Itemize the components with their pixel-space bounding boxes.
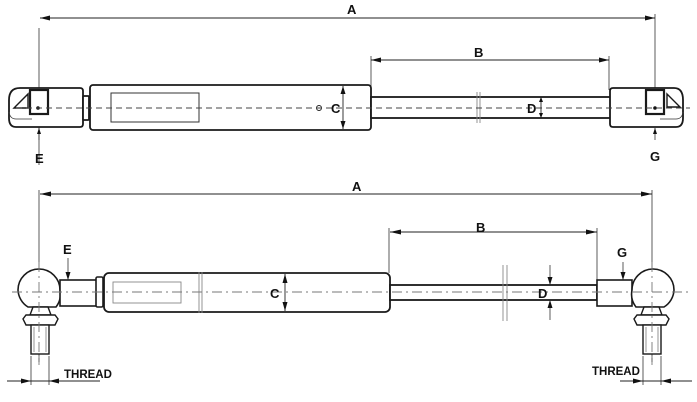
cylinder-body-bottom: [103, 272, 391, 313]
label-a: A: [347, 2, 357, 17]
dimension-d-bottom: D: [538, 265, 553, 320]
label-b: B: [474, 45, 483, 60]
bottom-view: A B: [7, 179, 692, 385]
label-thread-right: THREAD: [592, 366, 640, 378]
label-c: C: [270, 286, 280, 301]
label-thread-left: THREAD: [64, 369, 112, 381]
piston-rod-top: [370, 92, 612, 123]
label-g: G: [650, 149, 660, 164]
label-c: C: [331, 101, 341, 116]
dimension-e-bottom: E: [63, 242, 72, 280]
label-a: A: [352, 179, 362, 194]
label-g: G: [617, 245, 627, 260]
arrow-right-icon: [645, 15, 655, 21]
arrow-left-icon: [371, 57, 381, 63]
dimension-thread-right: THREAD: [592, 356, 692, 385]
top-view: A B: [8, 2, 690, 166]
dimension-b-top: B: [370, 45, 610, 90]
dimension-e-top: E: [35, 128, 44, 166]
right-ball-joint: [596, 262, 675, 365]
label-d: D: [538, 286, 547, 301]
left-end-fitting-top: [8, 87, 90, 128]
dimension-a-top: A: [40, 2, 655, 21]
left-ball-joint: [17, 262, 104, 365]
dimension-d-top: D: [527, 97, 543, 118]
arrow-right-icon: [599, 57, 609, 63]
dimension-a-bottom: A: [40, 179, 652, 197]
cylinder-body-top: [89, 84, 372, 131]
dimension-thread-left: THREAD: [7, 356, 112, 385]
dimension-g-bottom: G: [617, 245, 627, 280]
arrow-left-icon: [40, 15, 50, 21]
piston-rod-bottom: [389, 265, 598, 321]
label-e: E: [35, 151, 44, 166]
label-e: E: [63, 242, 72, 257]
dimension-b-bottom: B: [388, 220, 598, 280]
label-b: B: [476, 220, 485, 235]
dimension-c-top: C: [331, 86, 346, 129]
dimension-c-bottom: C: [270, 274, 288, 311]
right-end-fitting-top: [609, 87, 684, 128]
dimension-g-top: G: [650, 128, 660, 164]
label-d: D: [527, 101, 536, 116]
